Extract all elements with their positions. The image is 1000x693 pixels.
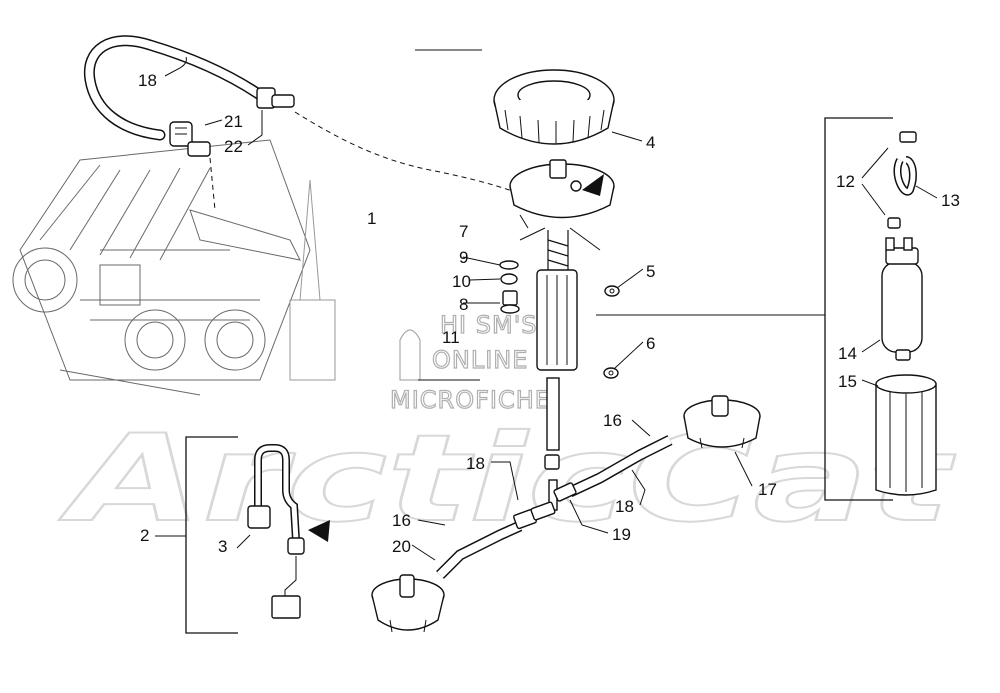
leader-lines [164, 56, 938, 561]
assembly-bracket-left [185, 436, 238, 634]
watermark-line-2: ONLINE [432, 346, 528, 374]
fuel-pump-flange-7 [509, 159, 615, 219]
engine-block [12, 139, 311, 396]
watermark-line-1: HI SM'S [440, 311, 538, 339]
callout-6: 6 [646, 334, 655, 353]
callout-19: 19 [612, 525, 631, 544]
hose-18-middle [553, 435, 673, 502]
hose-route-dashed [294, 111, 516, 193]
callout-14: 14 [838, 344, 857, 363]
wiring-harness-2 [247, 444, 330, 619]
assembly-bracket-right [824, 117, 893, 501]
callout-18-right: 18 [615, 497, 634, 516]
callout-18-center: 18 [466, 454, 485, 473]
o-ring-9 [499, 260, 519, 270]
hose-route-dashed-2 [209, 157, 216, 211]
watermark-spire [289, 179, 421, 381]
callout-3: 3 [218, 537, 227, 556]
fuel-hose-18-top [83, 35, 295, 141]
callout-16-right: 16 [603, 411, 622, 430]
callout-22: 22 [224, 137, 243, 156]
callout-8: 8 [459, 295, 468, 314]
fitting-8 [500, 290, 520, 314]
callout-18-top: 18 [138, 71, 157, 90]
callout-11: 11 [442, 328, 460, 347]
callout-1: 1 [367, 209, 376, 228]
callout-17: 17 [758, 480, 777, 499]
harness-arrow [308, 520, 330, 542]
callout-15: 15 [838, 372, 857, 391]
fuel-pump-14 [881, 237, 923, 361]
pump-strainer-15 [875, 374, 937, 496]
pump-spring-assembly [519, 227, 601, 371]
callout-12: 12 [836, 172, 855, 191]
pump-hose-12-13 [887, 131, 917, 229]
nut-5 [604, 285, 620, 297]
callout-7: 7 [459, 222, 468, 241]
hose-connector-21-22 [169, 121, 211, 157]
hose-16-bottom [436, 501, 556, 579]
callout-21: 21 [224, 112, 243, 131]
callout-9: 9 [459, 248, 468, 267]
callout-16-bottom: 16 [392, 511, 411, 530]
tank-lock-ring-4 [493, 69, 615, 145]
callout-4: 4 [646, 133, 655, 152]
direction-arrow [582, 174, 604, 196]
nut-6 [603, 367, 619, 379]
watermark-line-3: MICROFICHE [390, 386, 551, 414]
fuel-line-center [544, 377, 560, 511]
callout-2: 2 [140, 526, 149, 545]
callout-13: 13 [941, 191, 960, 210]
callout-20: 20 [392, 537, 411, 556]
tank-fitting-17 [683, 395, 761, 449]
callout-5: 5 [646, 262, 655, 281]
o-ring-10 [500, 273, 518, 285]
callout-10: 10 [452, 272, 471, 291]
tank-fitting-20 [371, 574, 445, 633]
